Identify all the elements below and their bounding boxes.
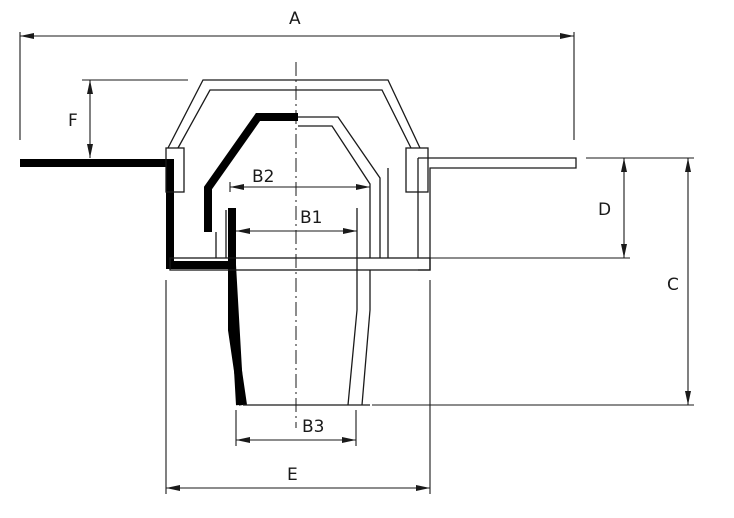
arrow-b3-right (342, 437, 356, 443)
arrow-a-left (20, 33, 34, 39)
arrow-b2-right (356, 184, 370, 190)
arrow-d-top (621, 158, 627, 172)
label-b2: B2 (252, 167, 274, 187)
outlet-pipe-right-outer (361, 270, 371, 406)
outlet-pipe-right-inner (347, 208, 358, 406)
funnel-inner-right (298, 125, 371, 258)
arrow-a-right (560, 33, 574, 39)
arrow-b2-left (230, 184, 244, 190)
outlet-wall-thick (228, 208, 247, 406)
arrow-b3-left (236, 437, 250, 443)
clamp-block-right (405, 147, 429, 193)
label-c: C (667, 275, 679, 295)
base-plate (169, 257, 431, 271)
arrow-c-bottom (685, 391, 691, 405)
leaf-guard-outer (167, 79, 421, 149)
label-d: D (598, 200, 611, 220)
label-a: A (289, 9, 301, 29)
label-f: F (68, 111, 78, 131)
arrow-e-left (166, 485, 180, 491)
arrow-b1-left (236, 228, 250, 234)
roof-flange-right (418, 157, 577, 271)
arrow-e-right (416, 485, 430, 491)
arrow-f-top (87, 80, 93, 94)
arrow-d-bottom (621, 244, 627, 258)
arrow-c-top (685, 158, 691, 172)
arrow-b1-right (343, 228, 357, 234)
label-b1: B1 (300, 208, 322, 228)
leaf-guard-inner (177, 89, 412, 149)
inner-sealing-profile (204, 113, 298, 232)
funnel-outer-right (298, 116, 381, 258)
label-e: E (287, 465, 298, 485)
clamp-block-left (165, 147, 185, 193)
arrow-f-bottom (87, 144, 93, 158)
label-b3: B3 (302, 417, 324, 437)
